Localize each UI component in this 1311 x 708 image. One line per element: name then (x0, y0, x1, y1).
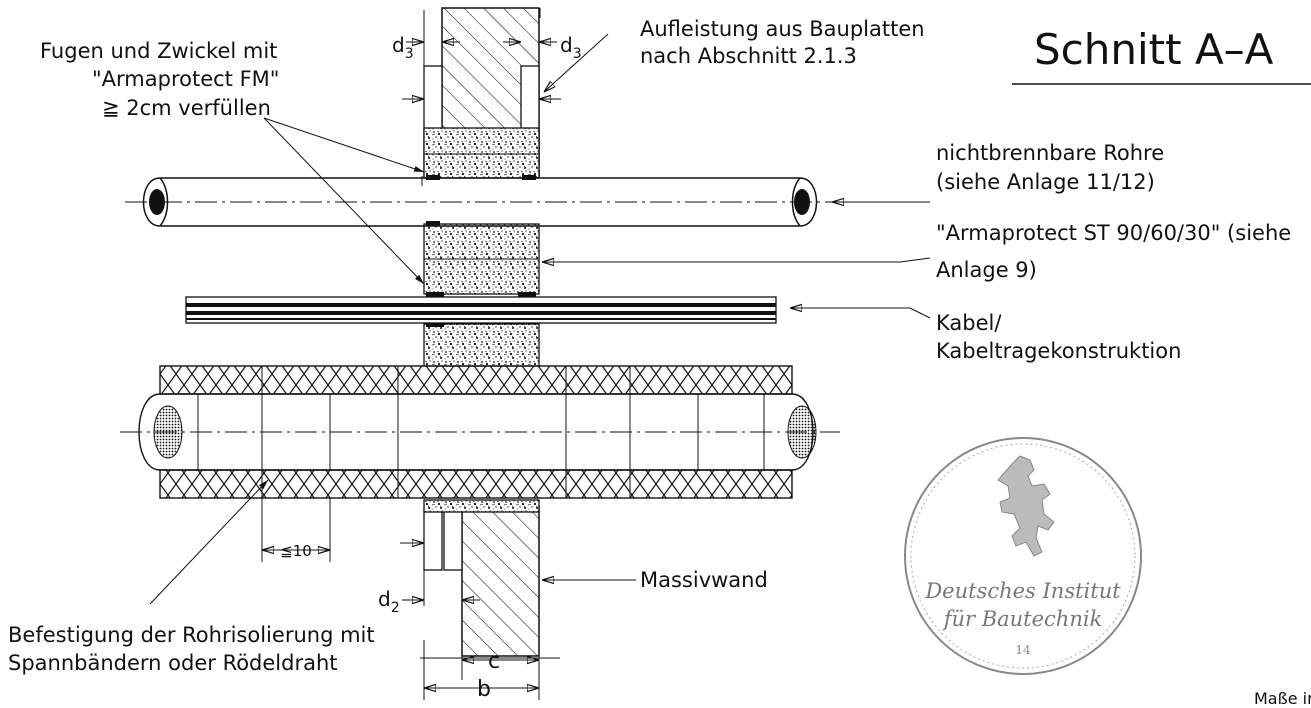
cable (185, 296, 777, 324)
spacing-label: ≦10 (280, 542, 312, 560)
pipe-noncombustible (125, 177, 840, 227)
section-title: Schnitt A–A (1034, 25, 1274, 74)
befestigung-label-2: Spannbändern oder Rödeldraht (8, 651, 338, 675)
stamp-line-1: Deutsches Institut (924, 579, 1121, 603)
d3-right-label: d3 (560, 33, 582, 62)
stamp-line-2: für Bautechnik (942, 607, 1103, 631)
fugen-label-2: "Armaprotect FM" (92, 67, 279, 91)
b-label: b (477, 677, 491, 702)
fugen-label-1: Fugen und Zwickel mit (40, 39, 277, 63)
dimension-d3: d3 d3 (392, 10, 582, 99)
annotations: Fugen und Zwickel mit "Armaprotect FM" ≧… (8, 17, 1311, 708)
berlin-bear-icon (997, 455, 1055, 557)
massivwand-label: Massivwand (640, 568, 768, 592)
insulated-pipe (120, 365, 840, 499)
armaprotect-st-label-1: "Armaprotect ST 90/60/30" (siehe (936, 221, 1291, 245)
dibt-stamp: Deutsches Institut für Bautechnik 14 (904, 437, 1142, 675)
leader-lines (149, 33, 931, 605)
d3-left-label: d3 (392, 33, 414, 62)
d2-label: d2 (378, 587, 400, 616)
befestigung-label-1: Befestigung der Rohrisolierung mit (8, 623, 375, 647)
aufleistung-label-2: nach Abschnitt 2.1.3 (640, 44, 857, 68)
rohre-label-1: nichtbrennbare Rohre (936, 141, 1164, 165)
dimension-spacing: ≦10 (261, 498, 331, 562)
kabel-label-1: Kabel/ (936, 311, 1002, 335)
armaprotect-st-fill (423, 127, 540, 513)
stamp-number: 14 (1015, 643, 1031, 657)
dimension-d2-c-b: d2 c b (378, 543, 560, 702)
fugen-label-3: ≧ 2cm verfüllen (102, 96, 271, 120)
rohre-label-2: (siehe Anlage 11/12) (936, 170, 1155, 194)
c-label: c (488, 649, 500, 674)
armaprotect-st-label-2: Anlage 9) (936, 258, 1037, 282)
board-strips-bottom (423, 509, 463, 571)
footer-fragment: Maße in (1254, 689, 1311, 708)
aufleistung-label-1: Aufleistung aus Bauplatten (640, 17, 925, 41)
kabel-label-2: Kabeltragekonstruktion (936, 339, 1181, 363)
